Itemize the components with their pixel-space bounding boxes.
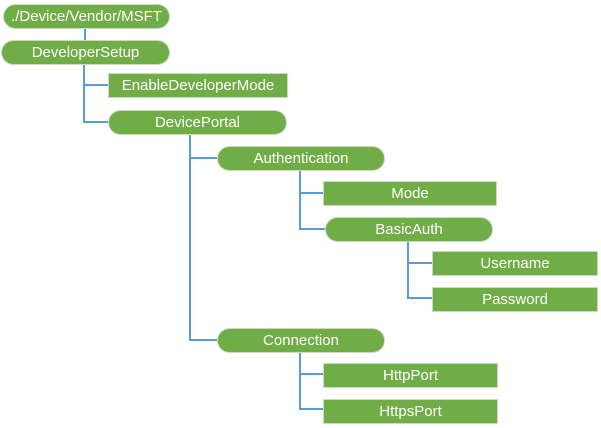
connector-authentication-trunk [299,171,301,230]
tree-node-basicauth: BasicAuth [325,217,493,242]
connector-branch-httpsport [299,408,323,410]
connector-branch-password [407,297,432,299]
connector-connection-trunk [299,353,301,410]
tree-node-connection: Connection [217,328,385,353]
connector-branch-enabledevelopermode [83,84,108,86]
tree-node-httpport: HttpPort [323,363,498,388]
tree-node-device-vendor-msft: ./Device/Vendor/MSFT [3,4,170,29]
connector-branch-deviceportal [83,121,108,123]
connector-branch-connection [189,339,217,341]
connector-deviceportal-trunk [189,135,191,341]
tree-node-username: Username [432,251,598,276]
connector-branch-username [407,262,432,264]
connector-basicauth-trunk [407,242,409,299]
connector-root-trunk [84,29,86,41]
tree-node-httpsport: HttpsPort [323,399,498,424]
tree-node-deviceportal: DevicePortal [108,110,287,135]
connector-developersetup-trunk [83,65,85,123]
tree-node-authentication: Authentication [217,146,385,171]
connector-branch-httpport [299,373,323,375]
tree-node-password: Password [432,287,598,312]
connector-branch-basicauth [299,228,325,230]
connector-branch-mode [299,192,323,194]
tree-node-mode: Mode [323,181,497,206]
connector-branch-authentication [189,157,217,159]
tree-node-enabledevelopermode: EnableDeveloperMode [108,73,288,98]
tree-node-developersetup: DeveloperSetup [1,40,170,65]
